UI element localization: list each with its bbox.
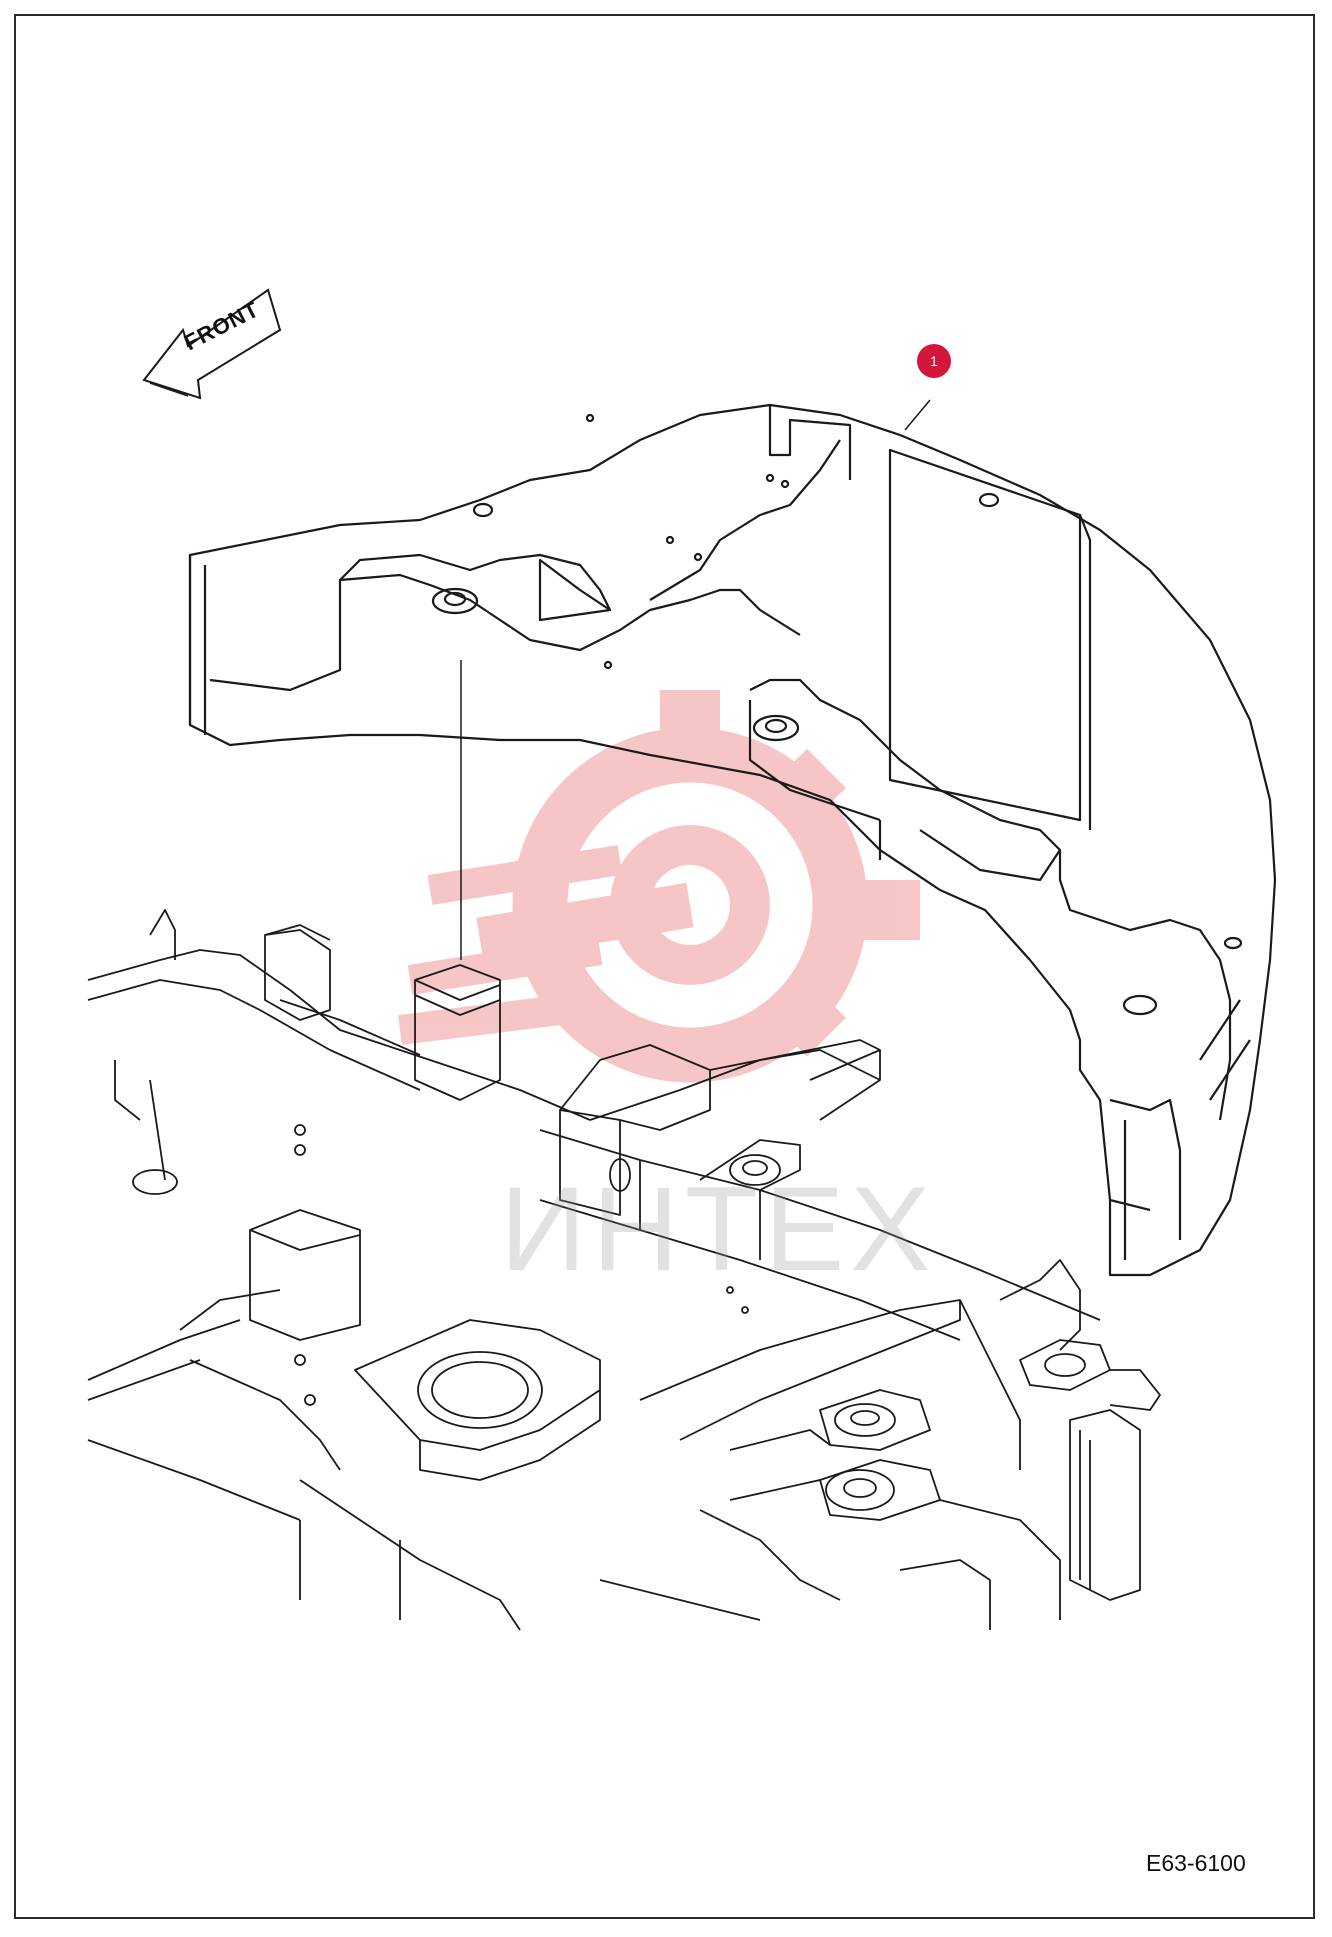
drawing-number: E63-6100 [1146, 1850, 1246, 1876]
callout-1-label[interactable]: 1 [930, 353, 938, 369]
front-arrow-icon [142, 288, 282, 400]
drawing-frame [14, 14, 1315, 1919]
leader-lines [460, 399, 931, 960]
watermark-text: ИНТЕХ [500, 1162, 937, 1296]
counterweight-part [188, 403, 1277, 1277]
upper-frame-structure [87, 909, 1161, 1631]
callout-marker[interactable] [917, 344, 951, 378]
watermark-logo [398, 690, 920, 1083]
